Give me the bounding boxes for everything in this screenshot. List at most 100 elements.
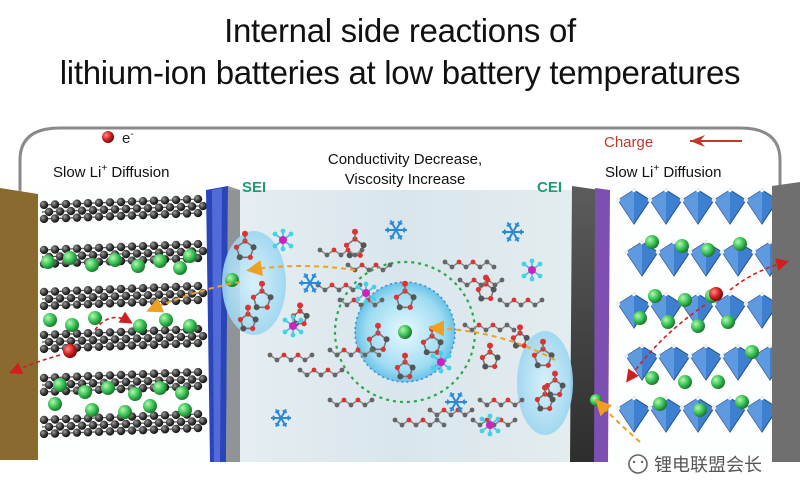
carbon-atom (105, 427, 115, 436)
carbon-atom (154, 418, 164, 427)
carbon-atom (143, 376, 153, 386)
snowflake-icon (502, 221, 524, 243)
carbon-atom (61, 329, 71, 339)
carbon-atom (105, 328, 115, 337)
carbon-atom (160, 425, 170, 434)
center-label-line-1: Conductivity Decrease, (328, 151, 482, 168)
carbon-atom (83, 343, 93, 352)
lithium-ion (41, 255, 55, 269)
salt-anion (272, 228, 294, 252)
carbon-atom (121, 291, 131, 301)
carbon-atom (121, 419, 131, 429)
carbon-atom (72, 372, 82, 381)
carbon-atom (160, 326, 170, 335)
carbon-atom (193, 208, 203, 218)
carbon-atom (72, 428, 82, 437)
lithium-ion (183, 319, 197, 333)
carbon-atom (138, 283, 148, 293)
linear-carbonate-molecule (470, 417, 518, 428)
carbonate-molecule (233, 230, 257, 261)
linear-carbonate-molecule (327, 347, 382, 358)
carbon-atom (72, 414, 82, 423)
carbon-atom (149, 297, 159, 306)
salt-anion (521, 258, 543, 282)
carbon-atom (83, 372, 93, 381)
carbon-atom (39, 287, 49, 297)
carbon-atom (187, 332, 197, 341)
carbon-atom (198, 416, 208, 426)
graphite-layer (39, 281, 208, 311)
carbon-atom (198, 374, 208, 384)
lithium-ion (678, 375, 692, 389)
carbon-atom (83, 213, 93, 222)
carbon-atom (88, 336, 98, 345)
carbon-atom (176, 417, 186, 427)
carbon-atom (138, 340, 148, 350)
carbon-atom (77, 206, 87, 215)
linear-carbonate-molecule (442, 259, 497, 270)
carbon-atom (105, 371, 115, 380)
lithium-ion (675, 239, 689, 253)
carbon-atom (127, 370, 137, 379)
carbonate-molecule (534, 384, 556, 412)
carbon-atom (39, 330, 49, 340)
carbon-atom (160, 369, 170, 378)
carbon-atom (88, 421, 98, 430)
carbon-atom (61, 199, 71, 209)
carbon-atom (187, 202, 197, 211)
carbon-atom (121, 377, 131, 387)
carbon-atom (50, 429, 60, 438)
linear-carbonate-molecule (267, 352, 315, 363)
carbon-atom (88, 293, 98, 302)
electron-arrow-cathode-right (729, 258, 790, 291)
carbon-atom (77, 293, 87, 302)
lithium-ion (53, 378, 67, 392)
carbon-atom (44, 207, 54, 217)
lithium-ion (128, 387, 142, 401)
salt-anion (355, 281, 377, 305)
wechat-icon (628, 454, 648, 474)
carbon-atom (39, 344, 49, 354)
cathode-current-collector (772, 182, 800, 462)
carbon-atom (138, 241, 148, 251)
carbon-atom (165, 203, 175, 212)
carbon-atom (66, 379, 76, 389)
carbon-atom (149, 283, 159, 292)
lithium-ion (108, 253, 122, 267)
watermark-text: 锂电联盟会长 (654, 455, 762, 475)
carbonate-molecule (393, 280, 417, 311)
carbon-atom (110, 420, 120, 429)
carbon-atom (182, 339, 192, 348)
carbon-atom (171, 195, 181, 205)
lithium-ion (735, 395, 749, 409)
carbon-atom (44, 337, 54, 347)
right-diffusion-label: Slow Li+ Diffusion (605, 163, 721, 181)
carbon-atom (94, 413, 104, 423)
linear-carbonate-molecule (497, 297, 545, 308)
graphite-layer (39, 409, 208, 439)
carbonate-molecule (250, 280, 274, 311)
carbon-atom (143, 333, 153, 343)
carbon-atom (66, 421, 76, 431)
carbon-atom (165, 290, 175, 299)
linear-carbonate-molecule (477, 397, 525, 408)
snowflake-icon (299, 272, 321, 294)
carbon-atom (50, 344, 60, 353)
electron-legend-label: e- (122, 129, 134, 147)
carbon-atom (127, 242, 137, 251)
lithium-ion (693, 403, 707, 417)
carbon-atom (105, 342, 115, 351)
lithium-ion (131, 259, 145, 273)
carbon-atom (94, 427, 104, 437)
carbon-atom (187, 417, 197, 426)
lithium-ion (653, 397, 667, 411)
lithium-ion (645, 235, 659, 249)
carbon-atom (193, 281, 203, 291)
lithium-ion (133, 319, 147, 333)
carbon-atom (143, 418, 153, 428)
carbon-atom (61, 300, 71, 310)
carbon-atom (193, 409, 203, 419)
carbon-atom (94, 299, 104, 309)
carbon-atom (127, 426, 137, 435)
carbon-atom (61, 414, 71, 424)
